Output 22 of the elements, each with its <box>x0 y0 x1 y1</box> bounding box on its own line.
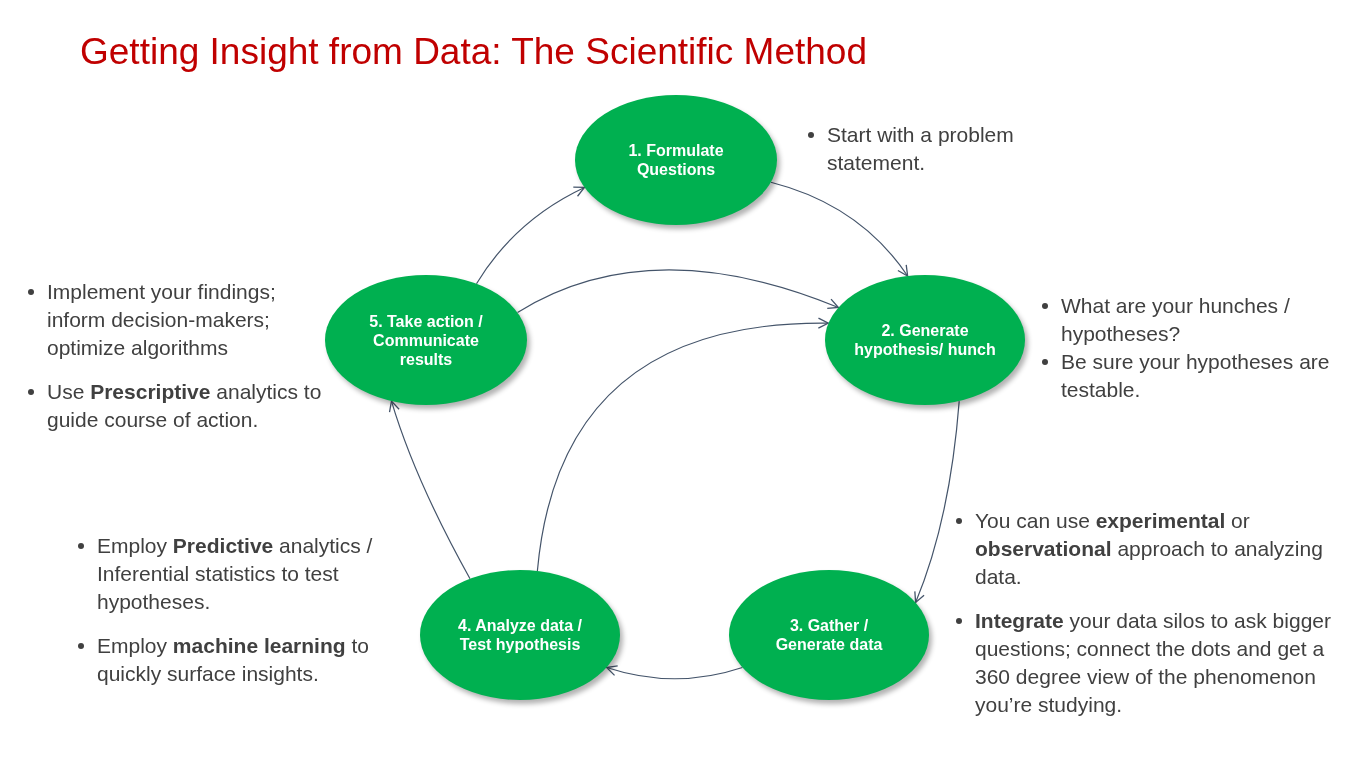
curved-arrow <box>605 664 743 680</box>
bullet-text: Integrate your data silos to ask bigger questions; connect the dots and get a 360 degree view of the phenomenon you’re studying. <box>975 608 1332 718</box>
curved-arrow <box>914 400 960 604</box>
slide-title: Getting Insight from Data: The Scientific Method <box>80 30 867 74</box>
bullet-text: Employ Predictive analytics / Inferential statistics to test hypotheses. <box>97 533 374 615</box>
step-label: 1. Formulate Questions <box>627 141 725 179</box>
bullet-text: What are your hunches / hypotheses? <box>1061 293 1291 347</box>
step-label: 2. Generate hypothesis/ hunch <box>853 321 997 359</box>
bullet-text: Use Prescriptive analytics to guide course of action. <box>47 379 323 433</box>
bullet-text: You can use experimental or observational approach to analyzing data. <box>975 508 1324 590</box>
bullet-text: Start with a problem statement. <box>827 122 1015 176</box>
curved-arrow <box>389 400 471 580</box>
curved-arrow <box>536 317 830 572</box>
step-label: 4. Analyze data / Test hypothesis <box>457 616 583 654</box>
step-label: 5. Take action / Communicate results <box>368 311 484 369</box>
step-label: 3. Gather / Generate data <box>774 616 884 654</box>
curved-arrow <box>516 269 840 314</box>
bullet-text: Employ machine learning to quickly surface insights. <box>97 633 370 687</box>
bullet-text: Implement your findings; inform decision-makers; optimize algorithms <box>47 279 277 361</box>
curved-arrow <box>475 186 586 285</box>
curved-arrow <box>770 181 909 277</box>
bullet-text: Be sure your hypotheses are testable. <box>1061 349 1331 403</box>
